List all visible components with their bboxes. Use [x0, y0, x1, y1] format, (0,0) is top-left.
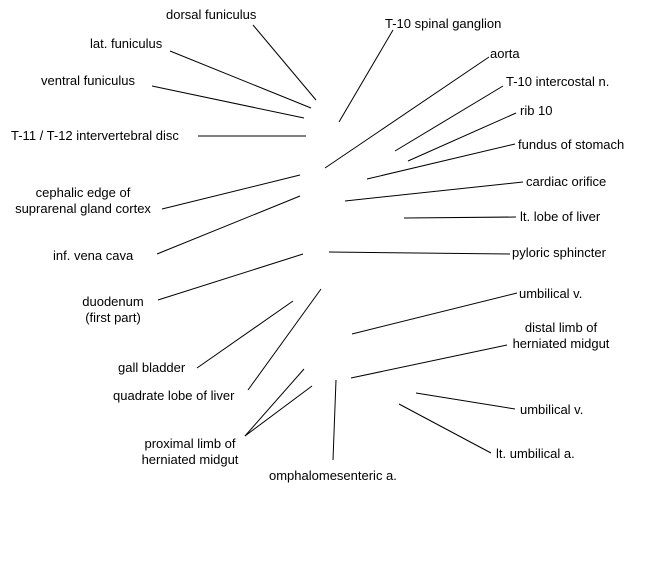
label-ventral-funiculus: ventral funiculus — [41, 73, 135, 88]
label-proximal-limb-line2: herniated midgut — [141, 452, 239, 467]
label-cardiac-orifice: cardiac orifice — [526, 174, 607, 189]
label-lat-funiculus: lat. funiculus — [90, 36, 163, 51]
leader-suprarenal — [161, 174, 301, 210]
label-distal-limb-line1: distal limb of — [524, 320, 598, 335]
leader-intercostal — [394, 85, 504, 152]
label-umbilical-v-upper: umbilical v. — [519, 286, 583, 301]
label-fundus-of-stomach: fundus of stomach — [518, 137, 625, 152]
leader-duodenum — [157, 253, 304, 301]
label-suprarenal-line1: cephalic edge of — [35, 185, 131, 200]
label-duodenum-line2: (first part) — [85, 310, 141, 325]
leader-spinal-ganglion — [338, 29, 394, 123]
label-quadrate-lobe: quadrate lobe of liver — [113, 388, 235, 403]
label-inf-vena-cava: inf. vena cava — [53, 248, 134, 263]
leader-lt-umbilical-a — [398, 403, 492, 454]
label-gall-bladder: gall bladder — [118, 360, 186, 375]
label-spinal-ganglion: T-10 spinal ganglion — [385, 16, 502, 31]
label-distal-limb-line2: herniated midgut — [512, 336, 610, 351]
leader-lt-lobe-liver — [403, 216, 517, 219]
leader-pyloric-sphincter — [328, 251, 511, 255]
leader-distal-limb — [350, 344, 508, 379]
label-suprarenal-line2: suprarenal gland cortex — [15, 201, 151, 216]
leader-aorta — [324, 56, 490, 169]
label-aorta: aorta — [490, 46, 520, 61]
label-intercostal-n: T-10 intercostal n. — [506, 74, 610, 89]
leader-omphalomesenteric — [332, 379, 337, 461]
leader-rib — [407, 112, 517, 162]
leader-gall-bladder — [196, 300, 294, 369]
leader-fundus — [366, 143, 516, 180]
label-intervertebral-disc: T-11 / T-12 intervertebral disc — [11, 128, 179, 143]
leader-lat-funiculus — [169, 50, 312, 109]
label-dorsal-funiculus: dorsal funiculus — [166, 7, 257, 22]
leader-cardiac-orifice — [344, 181, 524, 202]
label-distal-limb: distal limb of herniated midgut — [506, 320, 616, 352]
label-rib-10: rib 10 — [520, 103, 553, 118]
leader-proximal-limb-b — [244, 385, 313, 437]
label-duodenum-line1: duodenum — [82, 294, 144, 309]
leader-inf-vena-cava — [156, 195, 301, 255]
label-pyloric-sphincter: pyloric sphincter — [512, 245, 606, 260]
label-umbilical-v-lower: umbilical v. — [520, 402, 584, 417]
label-lt-lobe-of-liver: lt. lobe of liver — [520, 209, 601, 224]
leader-umbilical-v-lower — [415, 392, 516, 410]
label-proximal-limb: proximal limb of herniated midgut — [134, 436, 246, 468]
leader-quadrate-lobe — [247, 288, 322, 391]
leader-umbilical-v-upper — [351, 292, 518, 335]
leader-dorsal-funiculus — [252, 24, 317, 101]
label-suprarenal-gland: cephalic edge of suprarenal gland cortex — [6, 185, 160, 217]
label-duodenum: duodenum (first part) — [74, 294, 152, 326]
label-proximal-limb-line1: proximal limb of — [144, 436, 236, 451]
label-lt-umbilical-a: lt. umbilical a. — [496, 446, 575, 461]
leader-proximal-limb-a — [244, 368, 305, 437]
leader-ventral-funiculus — [151, 85, 305, 119]
label-omphalomesenteric: omphalomesenteric a. — [269, 468, 397, 483]
